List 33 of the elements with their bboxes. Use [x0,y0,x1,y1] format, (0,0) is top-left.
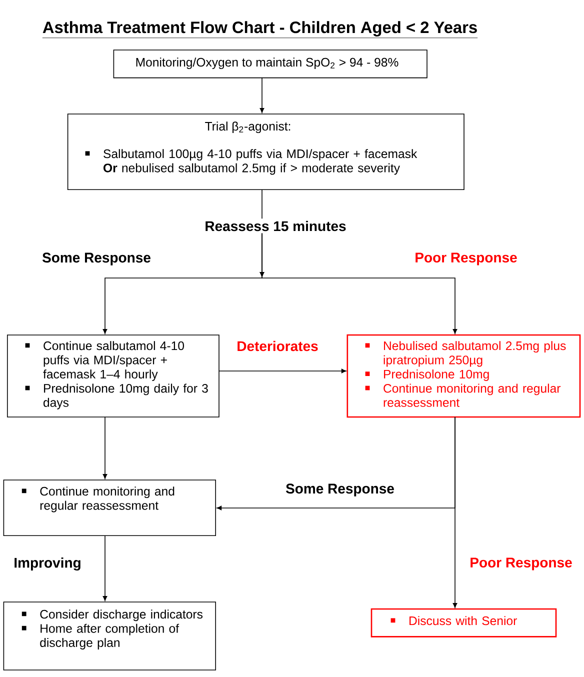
edge-label: Some Response [41,252,152,266]
process-box [7,334,220,418]
step-heading: Reassess 15 minutes [206,220,346,232]
list-item: Continue monitoring and regular reassessment [40,486,174,512]
list-item: Continue salbutamol 4-10 puffs via MDI/spacer + facemask 1–4 hourly [43,341,184,381]
box-text: Trial β$_{2}$-agonist: [205,122,290,134]
arrow [102,416,108,479]
list-item: Home after completion of discharge plan [40,624,180,650]
edge-label: Poor Response [468,556,574,572]
title: Asthma Treatment Flow Chart - Children Aged < 2 Years [42,21,478,38]
process-box [3,602,216,670]
list-item: Prednisolone 10mg [384,370,489,381]
arrow [102,535,108,601]
list-item: Nebulised salbutamol 2.5mg plus ipratropium 250µg [384,341,566,367]
process-box [370,608,557,638]
process-box [113,50,428,78]
list-item: Salbutamol 100µg 4-10 puffs via MDI/spacer + facemask Or nebulised salbutamol 2.5mg if > moderate severity [104,149,418,175]
list-item: Discuss with Senior [410,616,517,626]
list-item: Continue monitoring and regular reassessment [384,384,561,407]
arrow [218,368,346,374]
process-box [346,334,581,418]
arrow [260,77,264,113]
edge-label: Deteriorates [236,340,320,352]
list-item: Prednisolone 10mg daily for 3 days [44,384,208,410]
process-box [67,114,464,190]
arrow [452,416,458,608]
edge-label: Some Response [284,482,396,498]
arrow [260,232,458,334]
box-text: Monitoring/Oxygen to maintain SpO$_{2}$ > 94 - 98% [136,58,398,70]
process-box [3,480,216,536]
list-item: Consider discharge indicators [40,610,203,622]
edge-label: Poor Response [414,252,518,266]
edge-label: Improving [12,556,82,572]
